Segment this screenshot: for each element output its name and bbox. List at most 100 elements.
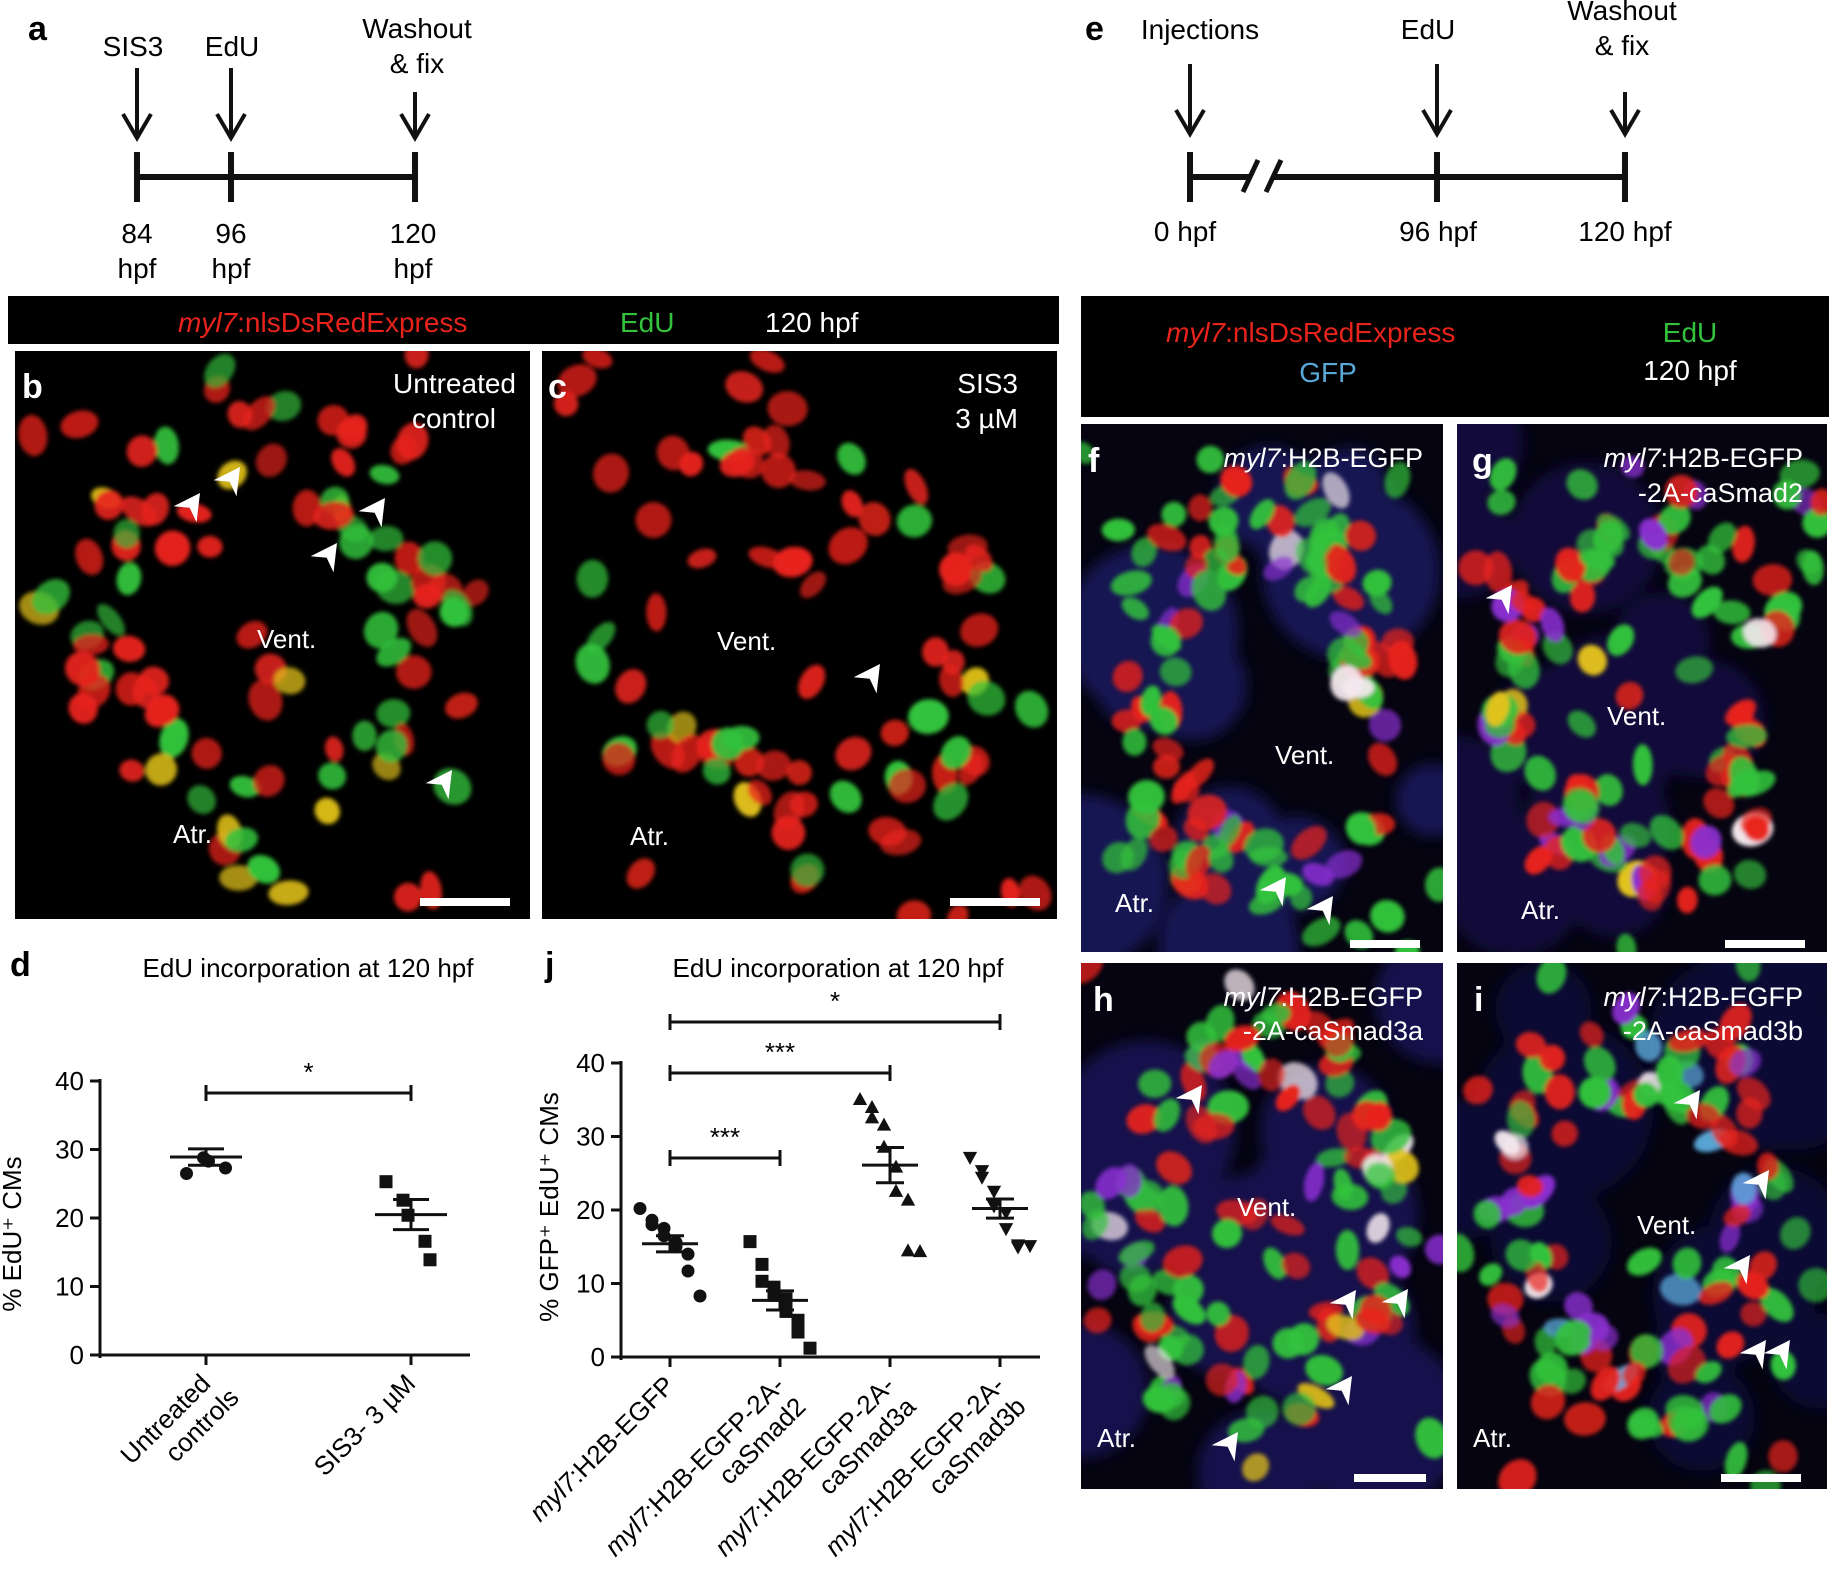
nucleus [1218,815,1242,848]
svg-text:myl7:H2B-EGFP: myl7:H2B-EGFP [1603,982,1803,1012]
nucleus [1325,1069,1355,1098]
nucleus [1014,690,1049,728]
construct-label: -2A-caSmad3a [1243,1016,1424,1046]
nucleus [1569,581,1596,613]
nucleus [1535,1352,1568,1385]
nucleus [922,637,949,667]
nucleus [1564,790,1597,822]
nucleus [1551,1120,1578,1147]
nucleus [1366,1213,1390,1243]
nucleus [1770,1350,1796,1381]
nucleus [1588,1324,1619,1351]
nucleus [1736,1097,1763,1129]
nucleus [1196,445,1225,474]
nucleus [1345,520,1377,551]
nucleus [60,410,99,439]
nucleus [1305,1354,1343,1386]
nucleus [1161,501,1187,527]
data-point [791,1325,805,1339]
nucleus [1295,538,1328,578]
nucleus [312,501,354,530]
nucleus [1263,1247,1287,1280]
nucleus [255,443,287,477]
nucleus [1516,1175,1544,1198]
axis-break-mark [1240,158,1261,194]
scale-bar [1725,940,1805,948]
data-point [180,1166,193,1180]
significance-label: * [830,986,840,1016]
nucleus [1208,1050,1239,1079]
nucleus [318,762,347,790]
nucleus [1081,1191,1106,1220]
nucleus [960,613,999,647]
data-point [803,1341,817,1355]
data-point [998,1207,1014,1221]
data-point [645,1218,659,1232]
nucleus [1698,864,1732,896]
time-label-0: 0 hpf [1154,216,1216,247]
nucleus [1524,755,1556,791]
nucleus [880,719,909,747]
arrowhead-icon [1259,877,1286,907]
nucleus [273,667,306,695]
nucleus [1489,458,1517,491]
condition-label: 3 µM [955,403,1018,434]
nucleus [406,608,438,647]
nucleus [1369,589,1393,615]
ventricle-label: Vent. [717,626,776,656]
nucleus [1112,660,1143,693]
nucleus [1713,600,1751,625]
nucleus [790,853,825,887]
nucleus [829,780,862,813]
nucleus [687,548,717,569]
nucleus [1487,489,1516,515]
nucleus [352,720,377,751]
nucleus [369,464,400,485]
arrowhead-icon [1329,1290,1356,1320]
nucleus [75,538,104,576]
nucleus [1716,1331,1745,1359]
arrow-down-icon [121,68,153,142]
nucleus [772,546,813,578]
nucleus [1752,564,1793,596]
nucleus [1275,1084,1301,1112]
nucleus [462,579,489,606]
construct-label: :H2B-EGFP [1660,443,1803,473]
nucleus [1698,1281,1734,1305]
nucleus [1231,1060,1261,1090]
arrowhead-icon [1742,1170,1769,1200]
nucleus [1263,555,1294,581]
nucleus [1457,1233,1475,1273]
y-tick-label: 0 [70,1340,84,1370]
nucleus [1425,867,1443,902]
nucleus [1779,459,1820,489]
arrowhead-icon [1723,1255,1750,1285]
nucleus [1126,1104,1162,1134]
nucleus [1498,1459,1537,1489]
nucleus [1146,523,1187,552]
nucleus [1127,1274,1157,1307]
nucleus [1315,1148,1351,1168]
nucleus [734,747,765,777]
nucleus [1510,590,1535,614]
nucleus [1169,608,1203,639]
nucleus [1564,1292,1593,1321]
nucleus [1191,570,1227,611]
x-tick-label: SIS3- 3 µM [308,1368,422,1482]
nucleus [576,559,609,598]
nucleus [725,371,764,403]
micrograph-f: f myl7:H2B-EGFP Vent. Atr. [1081,424,1443,952]
nucleus [908,699,949,735]
nucleus [331,448,356,477]
nucleus [1294,497,1331,527]
nucleus [1330,665,1363,701]
nucleus [1291,825,1327,860]
nucleus [1743,618,1777,648]
nucleus [236,620,268,649]
nucleus [1579,548,1616,570]
nucleus [1110,570,1152,596]
nucleus [879,829,922,856]
time-unit-120: hpf [394,253,433,284]
nucleus [1473,1200,1501,1229]
nucleus [1172,1295,1206,1325]
